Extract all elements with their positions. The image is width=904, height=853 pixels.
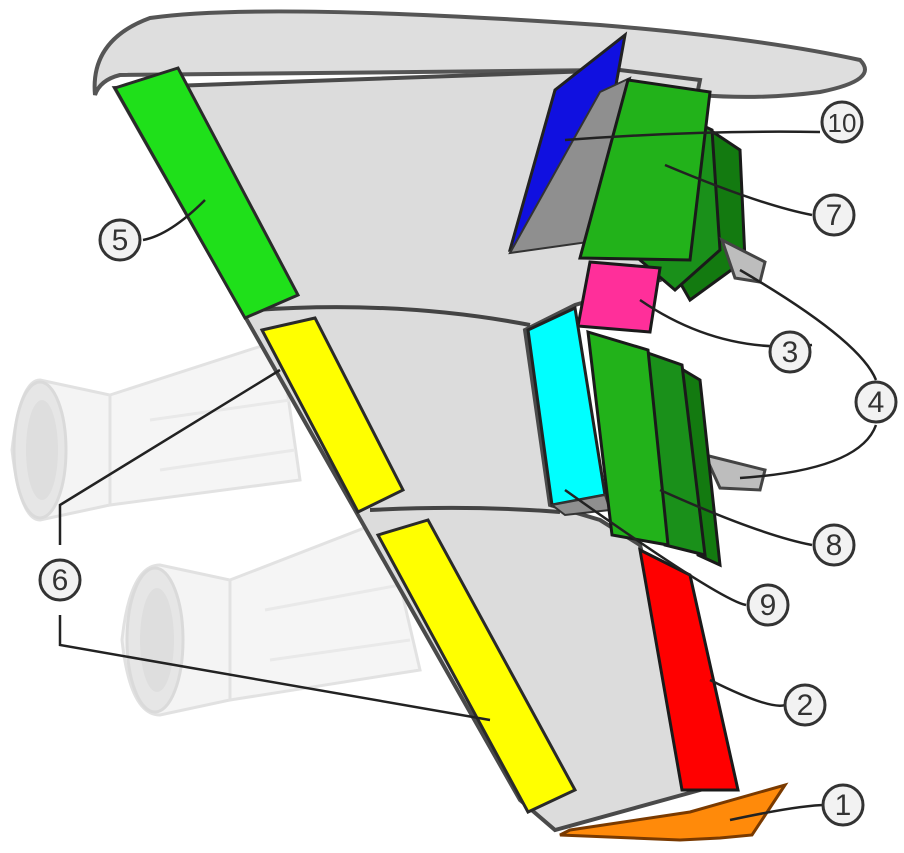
leader-lines <box>58 130 878 822</box>
wing-seam-lower <box>369 505 561 514</box>
flap-outboard-green <box>586 329 670 547</box>
callout-6-label: 6 <box>52 564 69 597</box>
callout-6: 6 <box>38 558 82 602</box>
callout-9: 9 <box>746 583 790 627</box>
callout-1-label: 1 <box>835 789 852 822</box>
leading-edge-slat-green <box>112 66 301 320</box>
callout-5: 5 <box>98 218 142 262</box>
callout-10: 10 <box>820 100 864 144</box>
aileron-pink <box>576 260 662 334</box>
callout-7: 7 <box>812 193 856 237</box>
callout-3-label: 3 <box>782 336 799 369</box>
callout-8-label: 8 <box>826 529 843 562</box>
callout-2: 2 <box>783 683 827 727</box>
callout-3: 3 <box>768 330 812 374</box>
callout-5-label: 5 <box>112 224 129 257</box>
callout-2-label: 2 <box>797 689 814 722</box>
callout-1: 1 <box>821 783 865 827</box>
outboard-engine-ghost <box>120 517 422 717</box>
leading-edge-slat-yellow-inboard <box>259 316 406 514</box>
callout-4-label: 4 <box>868 386 885 419</box>
flap-track-fairing-lower <box>702 452 767 492</box>
aileron-red <box>638 547 740 792</box>
spoiler-grey-panel <box>508 76 632 255</box>
leading-edge-slat-yellow-outboard <box>375 518 578 814</box>
callout-7-label: 7 <box>826 199 843 232</box>
callout-8: 8 <box>812 523 856 567</box>
wing-seam-upper <box>254 305 531 327</box>
flap-inboard-green <box>578 78 712 262</box>
callout-9-label: 9 <box>760 589 777 622</box>
callout-10-label: 10 <box>828 108 857 138</box>
callout-4: 4 <box>854 380 898 424</box>
inboard-engine-ghost <box>10 338 302 522</box>
wingtip-orange <box>559 782 789 842</box>
